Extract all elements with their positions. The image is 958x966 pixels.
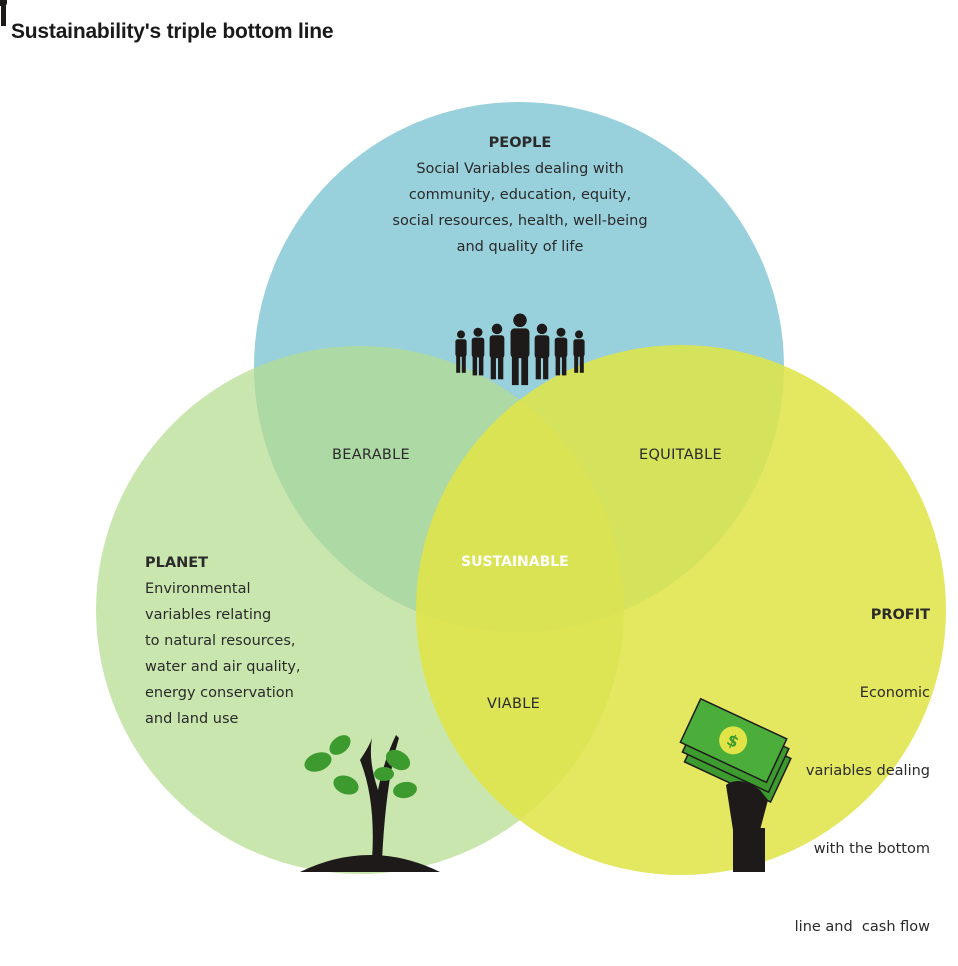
planet-heading: PLANET (145, 555, 209, 571)
profit-line: variables dealing (805, 763, 930, 779)
people-line: and quality of life (456, 239, 584, 255)
money-hand-icon: $ (679, 697, 792, 872)
people-line: social resources, health, well-being (392, 213, 648, 229)
overlap-equitable: EQUITABLE (639, 447, 723, 463)
planet-line: to natural resources, (145, 633, 296, 649)
planet-line: Environmental (145, 581, 251, 597)
overlap-viable: VIABLE (487, 696, 541, 712)
profit-description: PROFIT Economic variables dealing with t… (795, 550, 930, 966)
plant-icon (300, 735, 440, 872)
planet-line: energy conservation (145, 685, 294, 701)
profit-circle (416, 345, 946, 875)
people-line: community, education, equity, (408, 187, 632, 203)
diagram-title: Sustainability's triple bottom line (11, 20, 334, 43)
profit-line: with the bottom (813, 841, 930, 857)
planet-line: water and air quality, (145, 659, 301, 675)
profit-line: Economic (859, 685, 930, 701)
people-heading: PEOPLE (488, 135, 552, 151)
profit-line: line and cash flow (794, 919, 930, 935)
planet-line: variables relating (145, 607, 272, 623)
planet-line: and land use (145, 711, 239, 727)
venn-diagram: $ (0, 0, 946, 875)
overlap-bearable: BEARABLE (332, 447, 411, 463)
profit-heading: PROFIT (870, 607, 930, 623)
people-line: Social Variables dealing with (416, 161, 624, 177)
overlap-sustainable: SUSTAINABLE (461, 554, 569, 570)
people-description: PEOPLE Social Variables dealing with com… (380, 130, 660, 260)
people-group-icon (0, 0, 585, 386)
planet-description: PLANET Environmental variables relating … (145, 550, 301, 732)
